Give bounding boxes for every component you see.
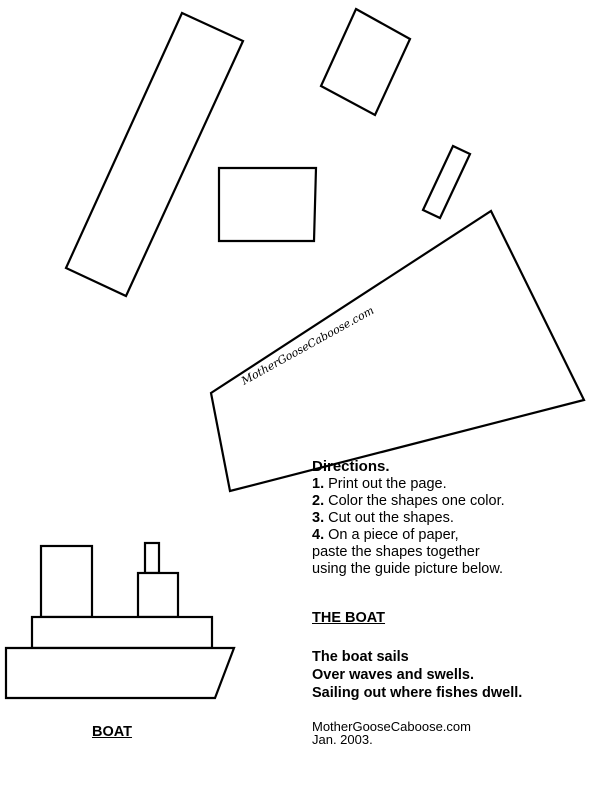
poem-line: Sailing out where fishes dwell. [312, 685, 523, 701]
boat-hull [4, 646, 236, 700]
directions-block: Directions. 1. Print out the page. 2. Co… [312, 458, 597, 578]
small-strip-shape [421, 144, 472, 220]
direction-continuation: paste the shapes together [312, 544, 480, 560]
boat-picture-label: BOAT [92, 724, 133, 740]
directions-title: Directions. [312, 458, 390, 475]
poem-line: Over waves and swells. [312, 667, 475, 683]
boat-deck [30, 615, 214, 650]
direction-step: 4. On a piece of paper, [312, 527, 459, 543]
direction-step: 3. Cut out the shapes. [312, 510, 454, 526]
boat-funnel-base [136, 571, 180, 619]
boat-guide-picture [4, 541, 236, 700]
credit-site: MotherGooseCaboose.com [312, 719, 471, 734]
credit-date: Jan. 2003. [312, 732, 373, 747]
poem-title: THE BOAT [312, 610, 386, 626]
rectangle-shape [217, 166, 318, 243]
credit-block: MotherGooseCaboose.com Jan. 2003. [312, 720, 471, 746]
long-rectangle-shape [64, 11, 245, 298]
boat-cabin-left [39, 544, 94, 619]
hull-shape [209, 209, 586, 493]
square-shape [319, 7, 412, 117]
direction-continuation: using the guide picture below. [312, 561, 504, 577]
direction-step: 1. Print out the page. [312, 476, 447, 492]
boat-funnel-top [143, 541, 161, 575]
poem-line: The boat sails [312, 649, 409, 665]
poem-block: The boat sails Over waves and swells. Sa… [312, 648, 522, 702]
direction-step: 2. Color the shapes one color. [312, 493, 505, 509]
